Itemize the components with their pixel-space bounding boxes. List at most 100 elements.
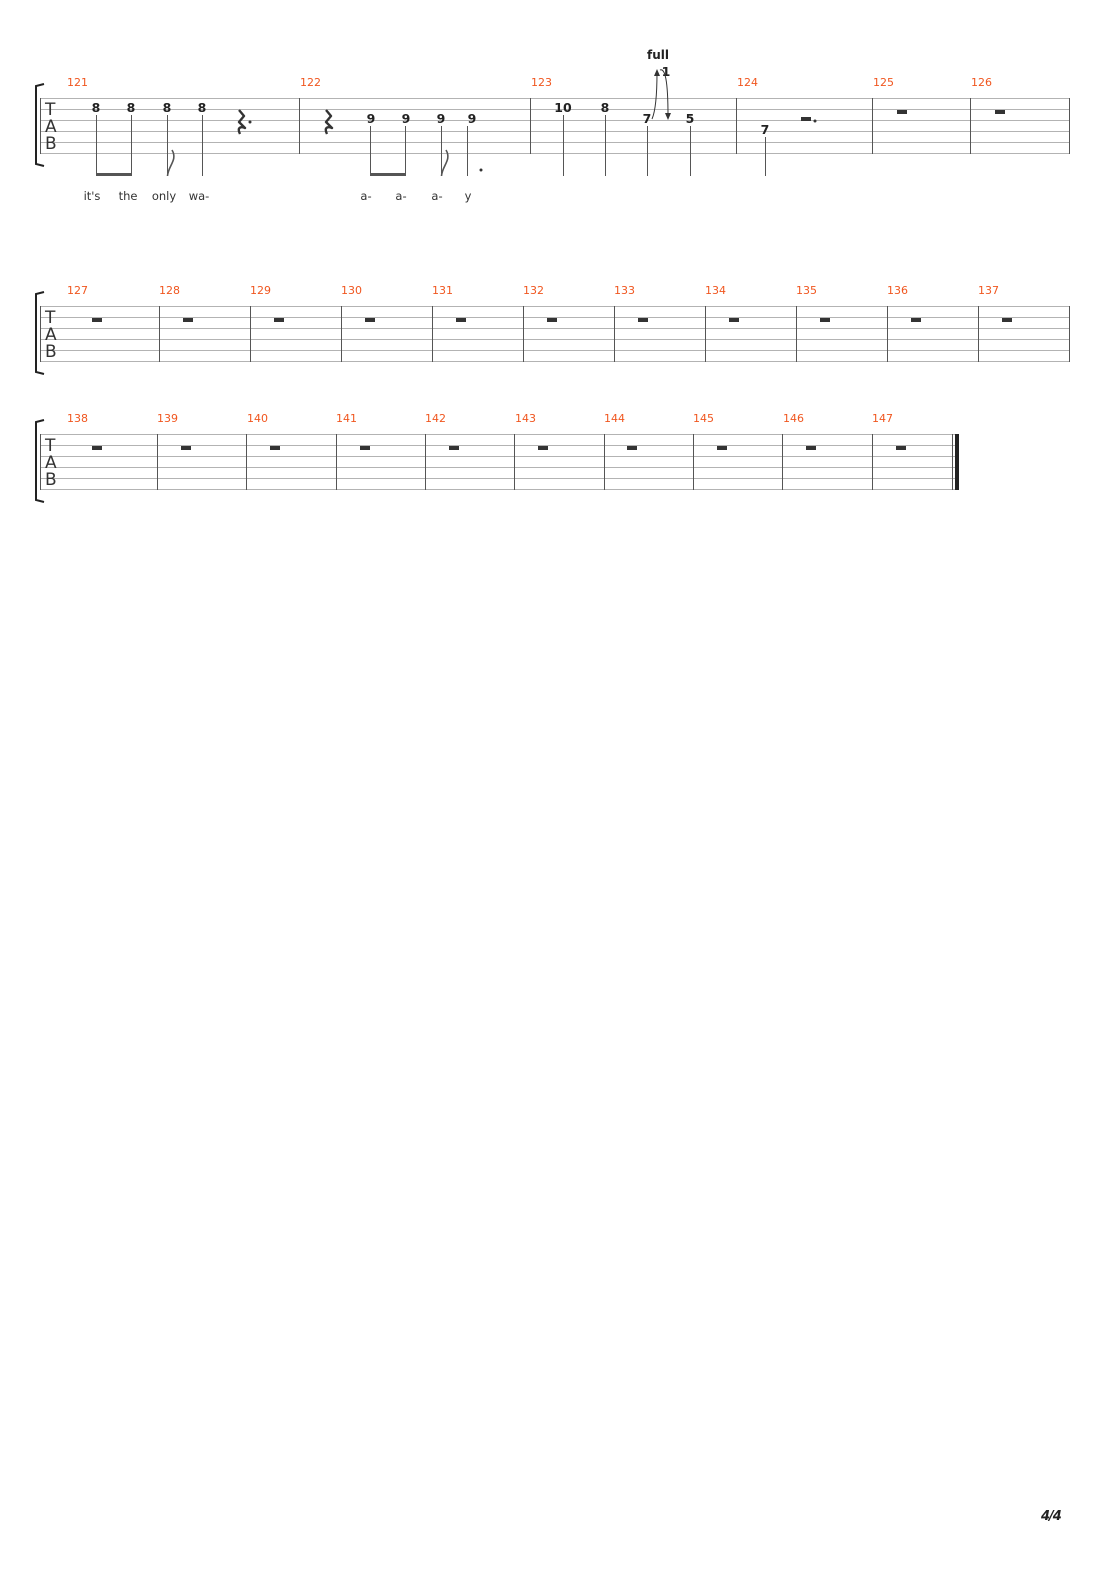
fret-number: 9 [437,111,446,126]
measure-number: 138 [67,412,88,425]
barlines [40,306,1070,362]
tab-clef-t: T [44,308,56,328]
quarter-rest [324,109,334,135]
fret-number: 8 [127,100,136,115]
bend-release-arrowhead [665,113,671,120]
tab-staff [40,98,1070,154]
lyric-syllable: a- [360,189,371,203]
rest-dot [248,120,252,124]
measure-number: 121 [67,76,88,89]
whole-rest [456,318,466,322]
bend-up-curve [651,71,658,120]
fret-number: 9 [468,111,477,126]
fret-number: 8 [163,100,172,115]
whole-rest [92,318,102,322]
measure-121: 8 8 8 8 it's the only wa- [84,100,252,203]
measure-number: 140 [247,412,268,425]
fret-number: 8 [601,100,610,115]
final-barline [955,434,959,490]
whole-rest [538,446,548,450]
tab-clef-t: T [44,436,56,456]
measure-number: 135 [796,284,817,297]
tab-clef-t: T [44,100,56,120]
lyric-syllable: it's [84,189,101,203]
measure-number: 144 [604,412,625,425]
whole-rest [449,446,459,450]
measure-number: 132 [523,284,544,297]
measure-number: 137 [978,284,999,297]
whole-rests [92,446,906,450]
tab-staff [40,434,956,490]
measure-123: 10 8 7 5 full 1 [554,48,694,176]
whole-rest [806,446,816,450]
fret-number: 8 [198,100,207,115]
whole-rest [365,318,375,322]
measure-number: 130 [341,284,362,297]
fret-number: 9 [367,111,376,126]
tab-clef-b: B [45,470,57,490]
whole-rest [92,446,102,450]
note-stems [96,115,203,176]
note-dot [479,168,483,172]
measure-number: 131 [432,284,453,297]
measure-number: 126 [971,76,992,89]
measure-124: 7 [761,117,817,176]
lyric-syllable: wa- [189,189,210,203]
whole-rest [274,318,284,322]
whole-rest [897,110,907,114]
whole-rests [92,318,1012,322]
half-rest [801,117,811,121]
measure-number: 128 [159,284,180,297]
measure-number: 142 [425,412,446,425]
tab-clef-a: A [45,117,57,137]
measure-number: 125 [873,76,894,89]
whole-rest [270,446,280,450]
measure-number: 141 [336,412,357,425]
whole-rest [627,446,637,450]
quarter-rest [237,109,247,135]
bend-release-curve [659,69,669,117]
tab-clef-b: B [45,134,57,154]
fret-number: 10 [554,100,572,115]
bend-label: full [647,48,669,62]
fret-number: 5 [686,111,695,126]
whole-rest [1002,318,1012,322]
fret-number: 9 [402,111,411,126]
page-number: 4/4 [1041,1509,1062,1524]
measure-number: 134 [705,284,726,297]
whole-rest [638,318,648,322]
fret-number: 7 [643,111,652,126]
bend-amount: 1 [662,64,671,79]
measure-number: 122 [300,76,321,89]
whole-rest [181,446,191,450]
tab-clef-a: A [45,325,57,345]
lyric-syllable: y [465,189,472,203]
tab-clef-b: B [45,342,57,362]
lyric-syllable: the [119,189,138,203]
whole-rest [820,318,830,322]
whole-rest [729,318,739,322]
measure-number: 139 [157,412,178,425]
measure-number: 123 [531,76,552,89]
system-bracket [35,291,45,375]
system-bracket [35,419,45,503]
barlines [40,98,1070,154]
tab-clef-a: A [45,453,57,473]
fret-number: 8 [92,100,101,115]
system-3: T A B 138 139 140 141 142 143 144 145 14… [35,412,959,503]
measure-number: 133 [614,284,635,297]
measure-number: 146 [783,412,804,425]
tab-staff [40,306,1070,362]
system-2: T A B 127 128 129 130 131 132 133 134 13… [35,284,1070,375]
note-stems [370,126,468,176]
measure-number: 147 [872,412,893,425]
lyric-syllable: only [152,189,177,203]
bend-up-arrowhead [654,69,660,76]
whole-rest [547,318,557,322]
whole-rest [911,318,921,322]
measure-number: 136 [887,284,908,297]
eighth-beam [370,173,406,176]
whole-rest [995,110,1005,114]
measure-122: 9 9 9 9 a- a- a- y [324,109,483,203]
